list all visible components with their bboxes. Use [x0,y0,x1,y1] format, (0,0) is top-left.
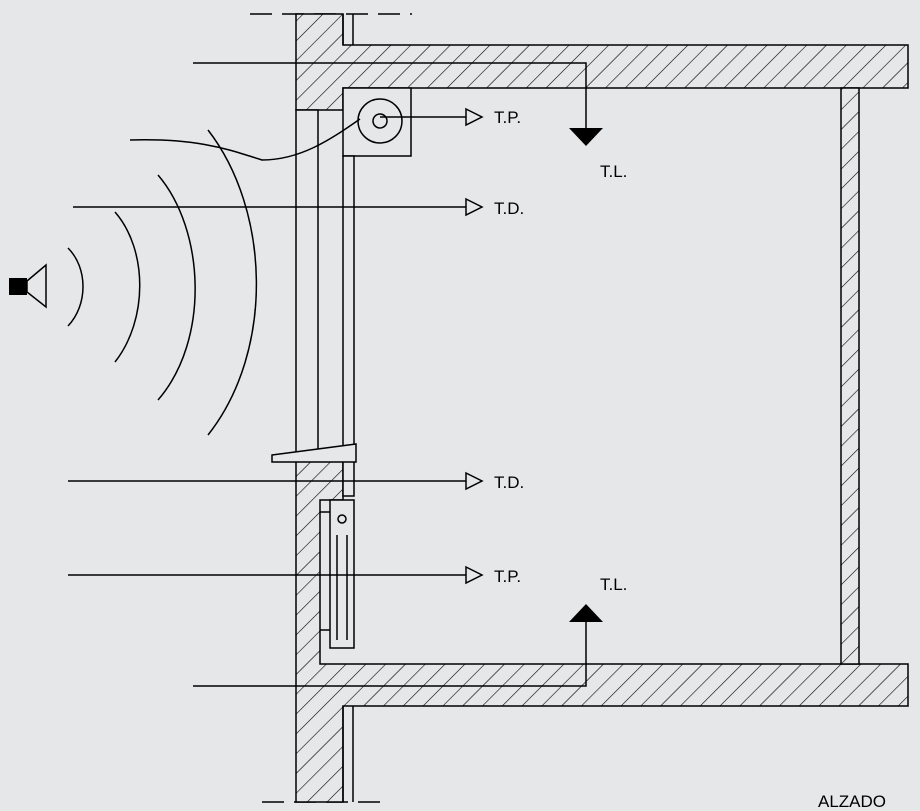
roller-axle [372,113,388,129]
label-lateral-upper: T.L. [600,162,627,181]
partition-wall-right [840,87,860,665]
roller-shutter-box [342,87,412,157]
label-direct-upper: T.D. [494,199,524,218]
facade-wall-lower [295,454,909,803]
path-lateral-upper [193,62,587,130]
arrow-lateral-lower [569,604,603,622]
window-frame [342,155,355,497]
speaker-icon [9,263,47,309]
label-direct-lower: T.D. [494,473,524,492]
label-lateral-lower: T.L. [600,575,627,594]
path-lateral-lower [193,620,587,687]
arrow-lateral-upper [569,128,603,146]
path-shutter-box [129,118,361,161]
label-transmission-lower: T.P. [494,567,521,586]
window-sill [271,443,357,463]
sound-waves [67,129,258,436]
label-transmission-upper: T.P. [494,108,521,127]
radiator [329,499,355,649]
view-title: ALZADO [818,792,886,811]
facade-inner-strip [295,109,319,456]
